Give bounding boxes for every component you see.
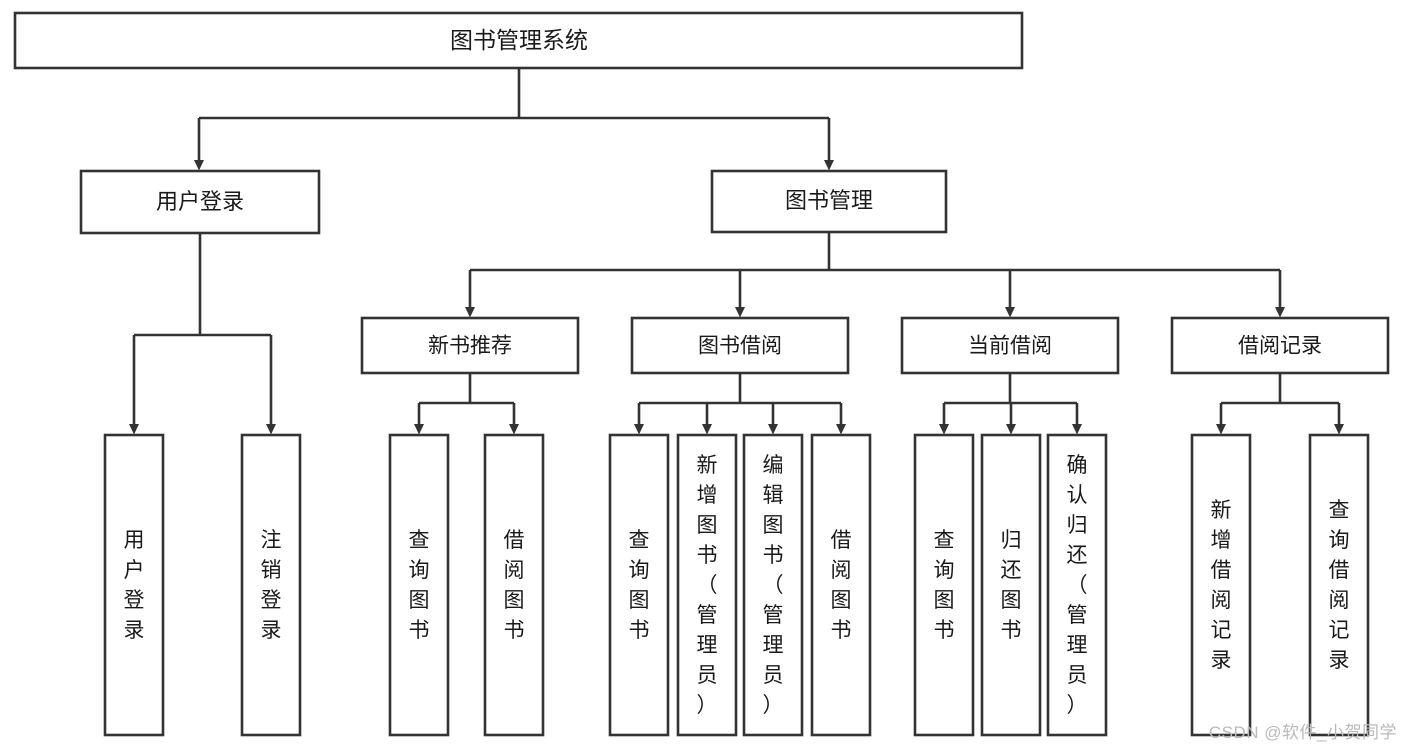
leaf-box[interactable]	[240, 433, 302, 737]
leaf-label: 查询图书	[934, 529, 955, 642]
leaf-label: 新增图书（管理员）	[697, 454, 718, 717]
node-current-borrow[interactable]: 当前借阅	[900, 316, 1120, 375]
leaf-label: 确认归还（管理员）	[1067, 454, 1088, 717]
leaf-label: 用户登录	[124, 529, 145, 642]
leaf-label: 归还图书	[1001, 529, 1022, 642]
leaf-leaf-borrow-book[interactable]: 借阅图书	[810, 433, 872, 737]
leaf-box[interactable]	[608, 433, 670, 737]
leaf-leaf-query-book-borrow[interactable]: 查询图书	[608, 433, 670, 737]
leaf-box[interactable]	[388, 433, 450, 737]
edges-layer	[128, 68, 1344, 435]
leaf-leaf-add-book[interactable]: 新增图书（管理员）	[676, 433, 738, 737]
node-user-login-box[interactable]	[79, 169, 321, 235]
node-borrow-record-label: 借阅记录	[1238, 335, 1322, 358]
leaf-box[interactable]	[483, 433, 545, 737]
leaf-nodes-layer: 用户登录 注销登录 查询图书 借阅图书 查询图书 新增图书（管理员） 编辑图书（管理员） 借阅…	[103, 433, 1370, 737]
leaf-label: 查询图书	[409, 529, 430, 642]
leaf-label: 借阅图书	[504, 529, 525, 642]
leaf-label: 借阅图书	[831, 529, 852, 642]
leaf-box[interactable]	[1046, 433, 1108, 737]
node-root-label: 图书管理系统	[450, 27, 588, 53]
leaf-box[interactable]	[676, 433, 738, 737]
node-new-book-rec-box[interactable]	[360, 316, 580, 375]
node-book-borrow[interactable]: 图书借阅	[630, 316, 850, 375]
leaf-box[interactable]	[913, 433, 975, 737]
node-new-book-rec[interactable]: 新书推荐	[360, 316, 580, 375]
node-current-borrow-label: 当前借阅	[968, 335, 1052, 358]
leaf-label: 查询图书	[629, 529, 650, 642]
leaf-box[interactable]	[980, 433, 1042, 737]
leaf-leaf-logout[interactable]: 注销登录	[240, 433, 302, 737]
leaf-leaf-add-record[interactable]: 新增借阅记录	[1190, 433, 1252, 737]
node-book-borrow-box[interactable]	[630, 316, 850, 375]
leaf-label: 查询借阅记录	[1329, 499, 1350, 672]
leaf-leaf-query-book-rec[interactable]: 查询图书	[388, 433, 450, 737]
leaf-box[interactable]	[1190, 433, 1252, 737]
node-book-borrow-label: 图书借阅	[698, 335, 782, 358]
leaf-box[interactable]	[742, 433, 804, 737]
leaf-box[interactable]	[1308, 433, 1370, 737]
node-book-manage-box[interactable]	[710, 169, 948, 234]
leaf-label: 编辑图书（管理员）	[763, 454, 784, 717]
leaf-leaf-return-book[interactable]: 归还图书	[980, 433, 1042, 737]
leaf-label: 新增借阅记录	[1211, 499, 1232, 672]
node-new-book-rec-label: 新书推荐	[428, 335, 512, 358]
node-book-manage[interactable]: 图书管理	[710, 169, 948, 234]
node-root-box[interactable]	[13, 11, 1024, 70]
node-borrow-record-box[interactable]	[1170, 316, 1390, 375]
leaf-leaf-user-login[interactable]: 用户登录	[103, 433, 165, 737]
csdn-watermark: CSDN @软件_小贺同学	[1208, 723, 1397, 742]
node-root[interactable]: 图书管理系统	[13, 11, 1024, 70]
leaf-box[interactable]	[810, 433, 872, 737]
leaf-leaf-borrow-book-rec[interactable]: 借阅图书	[483, 433, 545, 737]
leaf-leaf-query-book-cur[interactable]: 查询图书	[913, 433, 975, 737]
node-user-login-label: 用户登录	[156, 189, 244, 214]
node-borrow-record[interactable]: 借阅记录	[1170, 316, 1390, 375]
leaf-label: 注销登录	[261, 529, 282, 642]
leaf-leaf-confirm-return[interactable]: 确认归还（管理员）	[1046, 433, 1108, 737]
node-user-login[interactable]: 用户登录	[79, 169, 321, 235]
node-current-borrow-box[interactable]	[900, 316, 1120, 375]
leaf-box[interactable]	[103, 433, 165, 737]
leaf-leaf-query-record[interactable]: 查询借阅记录	[1308, 433, 1370, 737]
node-book-manage-label: 图书管理	[785, 188, 873, 213]
leaf-leaf-edit-book[interactable]: 编辑图书（管理员）	[742, 433, 804, 737]
